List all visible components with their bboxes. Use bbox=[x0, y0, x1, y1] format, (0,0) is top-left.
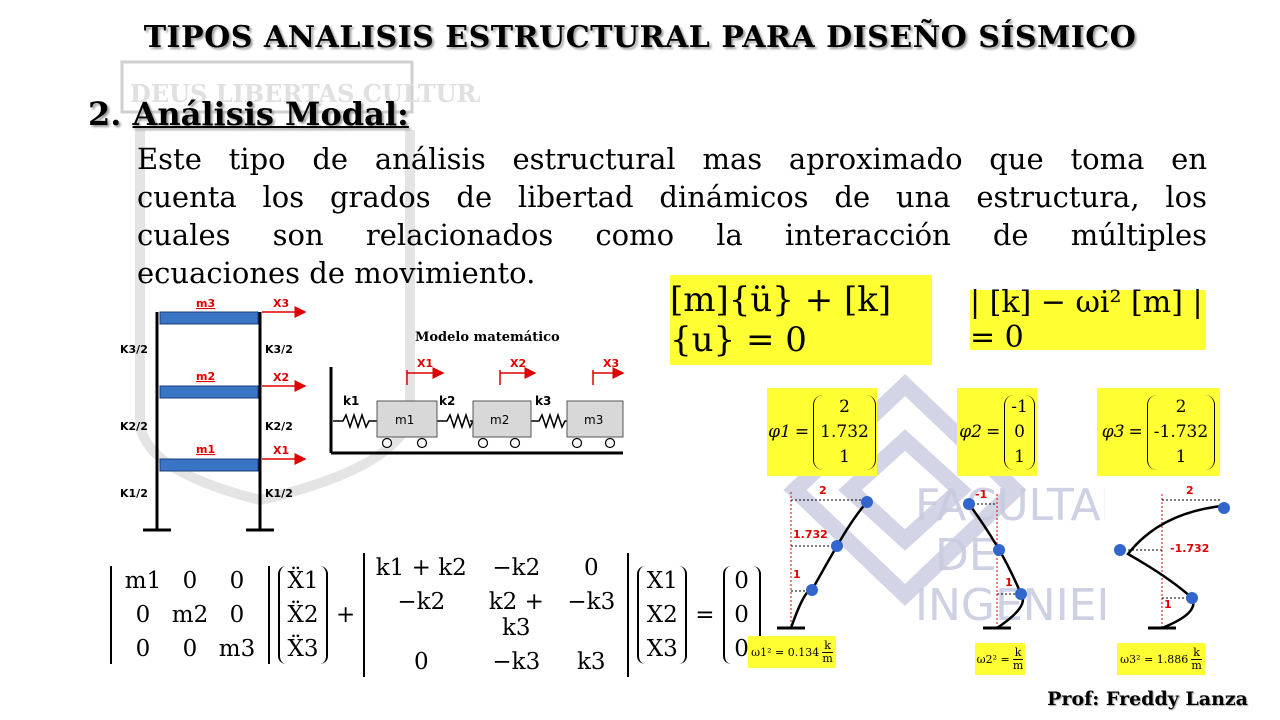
spring-label-left: K1/2 bbox=[120, 487, 148, 500]
mass-label: m1 bbox=[196, 443, 215, 456]
model-mass-2 bbox=[472, 400, 532, 438]
model-mass-label: m2 bbox=[490, 413, 509, 427]
model-dof-label: X3 bbox=[603, 357, 619, 370]
zero-vector: 0 0 0 bbox=[722, 566, 761, 664]
mode-label: 2 bbox=[819, 484, 827, 497]
model-mass-3 bbox=[566, 400, 624, 438]
floor-3 bbox=[159, 311, 259, 325]
mode-node bbox=[1186, 592, 1198, 604]
dof-label: X1 bbox=[273, 444, 289, 457]
mode-node bbox=[861, 496, 873, 508]
mode-label: 1 bbox=[1164, 598, 1172, 611]
model-mass-label: m1 bbox=[395, 413, 414, 427]
model-spring-label: k1 bbox=[343, 394, 359, 408]
watermark-line-2: DE bbox=[935, 530, 997, 581]
floor-2 bbox=[159, 385, 259, 399]
section-title: Análisis Modal: bbox=[132, 95, 409, 133]
mode-vector-3: φ3= 2 -1.732 1 bbox=[1097, 388, 1220, 476]
floor-1 bbox=[159, 458, 259, 472]
watermark-motto: DEUS LIBERTAS CULTURA bbox=[130, 79, 480, 108]
model-dof-label: X1 bbox=[417, 357, 433, 370]
mode-label: 1 bbox=[1005, 576, 1013, 589]
mass-label: m3 bbox=[196, 297, 215, 310]
section-number: 2. bbox=[88, 95, 122, 133]
spring-label-right: K1/2 bbox=[265, 487, 293, 500]
dof-label: X3 bbox=[273, 297, 289, 310]
paragraph-line: cuales son relacionados como la interacc… bbox=[137, 218, 1207, 252]
mode-node bbox=[1015, 588, 1027, 600]
mode-vector-2: φ2= -1 0 1 bbox=[957, 388, 1037, 476]
model-mass-label: m3 bbox=[584, 413, 603, 427]
slide-title: TIPOS ANALISIS ESTRUCTURAL PARA DISEÑO S… bbox=[143, 20, 1137, 55]
spring-label-right: K3/2 bbox=[265, 343, 293, 356]
acceleration-vector: Ẍ1 Ẍ2 Ẍ3 bbox=[278, 566, 328, 664]
mode-node bbox=[963, 498, 975, 510]
eigenvalue-equation: | [k] − ωi² [m] | = 0 bbox=[970, 285, 1206, 355]
building-frame-diagram: m3 m2 m1 X3 X2 X1 K3/2 K3/2 K2/2 K2/2 K1… bbox=[120, 297, 307, 532]
mode-label: 2 bbox=[1186, 484, 1194, 497]
mass-spring-model: Modelo matemático X1 X2 X3 k1 k2 k3 m1 m… bbox=[329, 330, 625, 455]
frequency-2: ω2² = k m bbox=[975, 643, 1025, 675]
mode-vector-1: φ1= 2 1.732 1 bbox=[767, 388, 877, 476]
mode-label: 1 bbox=[793, 568, 801, 581]
model-spring-label: k2 bbox=[439, 394, 455, 408]
watermark-line-3: INGENIERIA bbox=[915, 580, 1105, 631]
equation-of-motion: [m]{ü} + [k]{u} = 0 bbox=[670, 275, 932, 365]
mode-shape-2: -1 1 bbox=[963, 488, 1027, 630]
model-title: Modelo matemático bbox=[415, 330, 560, 345]
author-credit: Prof: Freddy Lanza bbox=[1047, 688, 1248, 710]
mode-node bbox=[993, 544, 1005, 556]
description-paragraph: Este tipo de análisis estructural mas ap… bbox=[137, 140, 1207, 292]
paragraph-line: cuenta los grados de libertad dinámicos … bbox=[137, 180, 1207, 214]
mass-label: m2 bbox=[196, 370, 215, 383]
mode-label: -1 bbox=[975, 488, 987, 501]
spring-label-right: K2/2 bbox=[265, 420, 293, 433]
mode-shape-3: 2 -1.732 1 bbox=[1114, 484, 1230, 630]
equals-sign: = bbox=[695, 602, 715, 628]
mode-shape-1: 2 1.732 1 bbox=[777, 484, 873, 630]
model-dof-label: X2 bbox=[510, 357, 526, 370]
spring-label-left: K3/2 bbox=[120, 343, 148, 356]
mode-node bbox=[1114, 544, 1126, 556]
dof-label: X2 bbox=[273, 371, 289, 384]
paragraph-line: Este tipo de análisis estructural mas ap… bbox=[137, 142, 1207, 176]
spring-label-left: K2/2 bbox=[120, 420, 148, 433]
section-heading: 2. Análisis Modal: bbox=[88, 95, 409, 133]
mode-node bbox=[831, 540, 843, 552]
mode-label: 1.732 bbox=[793, 528, 828, 541]
mode-node bbox=[1218, 502, 1230, 514]
model-spring-label: k3 bbox=[535, 394, 551, 408]
mode-node bbox=[806, 584, 818, 596]
displacement-vector: X1 X2 X3 bbox=[637, 566, 688, 664]
frequency-3: ω3² = 1.886 k m bbox=[1117, 643, 1205, 675]
frequency-1: ω1² = 0.134 k m bbox=[748, 636, 836, 668]
mode-label: -1.732 bbox=[1170, 542, 1209, 555]
plus-sign: + bbox=[336, 602, 356, 628]
model-mass-1 bbox=[376, 400, 438, 438]
paragraph-line: ecuaciones de movimiento. bbox=[137, 256, 536, 290]
